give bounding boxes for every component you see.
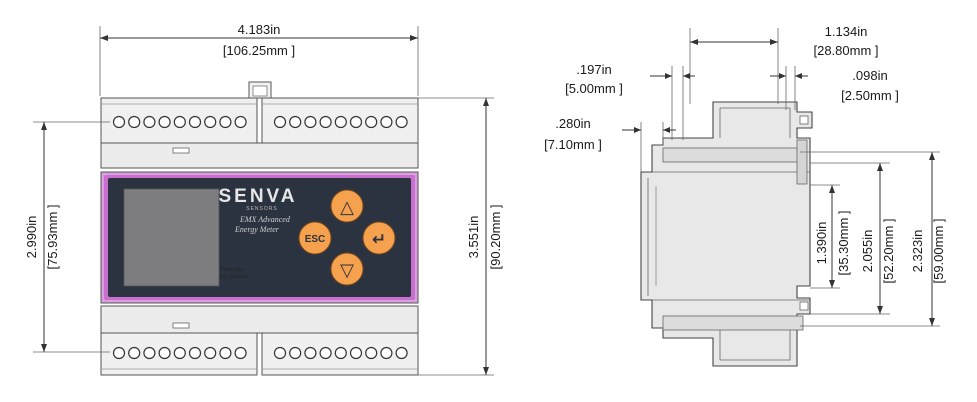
terminal-screw-icon (334, 115, 347, 129)
terminal-screw-icon (380, 115, 393, 129)
side-h1-mm: [35.30mm ] (836, 210, 851, 275)
esc-label: ESC (305, 234, 326, 245)
terminal-screw-icon (173, 346, 186, 360)
side-step-b-in: .098in (852, 68, 887, 83)
model-line-2: Energy Meter (234, 225, 280, 234)
terminal-screw-icon (304, 115, 317, 129)
side-view: 1.134in [28.80mm ] .197in [5.00mm ] .098… (544, 24, 946, 367)
terminal-screw-icon (128, 346, 141, 360)
terminal-screw-icon (349, 346, 363, 360)
front-width-in: 4.183in (238, 22, 281, 37)
terminal-screw-icon (234, 115, 247, 129)
terminal-screw-icon (319, 346, 332, 360)
terminal-screw-icon (395, 115, 408, 129)
side-offset-dimension: .280in [7.10mm ] (544, 116, 676, 172)
side-h3-in: 2.323in (910, 230, 925, 273)
down-button[interactable]: ▽ (330, 252, 364, 286)
terminal-screw-icon (273, 115, 287, 129)
side-depth-dimension: 1.134in [28.80mm ] (689, 24, 879, 104)
side-step-a-dimension: .197in [5.00mm ] (565, 62, 695, 140)
front-height-total-dimension: 3.551in [90.20mm ] (418, 97, 503, 376)
terminal-screw-icon (334, 346, 347, 360)
side-step-a-mm: [5.00mm ] (565, 81, 623, 96)
front-width-mm: [106.25mm ] (223, 43, 295, 58)
front-height-small-dimension: 2.990in [75.93mm ] (24, 121, 110, 353)
terminal-screw-icon (204, 115, 217, 129)
terminal-screw-icon (395, 346, 408, 360)
side-offset-in: .280in (555, 116, 590, 131)
terminal-screw-icon (219, 346, 232, 360)
side-step-b-mm: [2.50mm ] (841, 88, 899, 103)
screen-hint-line-2: key to wake (220, 274, 248, 280)
brand-sub: SENSORS (246, 206, 277, 212)
terminal-screw-icon (112, 346, 126, 360)
bottom-screw-row (112, 346, 408, 360)
esc-button[interactable]: ESC (298, 221, 332, 255)
terminal-screw-icon (380, 346, 393, 360)
terminal-screw-icon (173, 115, 186, 129)
terminal-screw-icon (158, 115, 171, 129)
terminal-screw-icon (289, 115, 302, 129)
terminal-screw-icon (365, 115, 378, 129)
side-height-dimensions: 1.390in [35.30mm ] 2.055in [52.20mm ] 2.… (800, 151, 946, 327)
terminal-screw-icon (143, 346, 156, 360)
terminal-screw-icon (234, 346, 247, 360)
terminal-screw-icon (158, 346, 171, 360)
terminal-screw-icon (289, 346, 302, 360)
side-h3-mm: [59.00mm ] (931, 218, 946, 283)
side-step-b-dimension: .098in [2.50mm ] (770, 66, 899, 110)
terminal-screw-icon (273, 346, 287, 360)
terminal-screw-icon (112, 115, 126, 129)
brand-logo: SENVA (218, 186, 297, 207)
front-height-small-mm: [75.93mm ] (45, 204, 60, 269)
screen-hint-line-1: Press any (219, 267, 244, 273)
side-depth-mm: [28.80mm ] (813, 43, 878, 58)
terminal-screw-icon (219, 115, 232, 129)
enter-arrow-icon: ↵ (372, 230, 386, 250)
front-width-dimension: 4.183in [106.25mm ] (99, 22, 419, 96)
enter-button[interactable]: ↵ (362, 221, 396, 255)
terminal-screw-icon (188, 346, 202, 360)
down-arrow-icon: ▽ (340, 260, 354, 281)
side-profile (640, 101, 813, 367)
front-height-small-in: 2.990in (24, 216, 39, 259)
display-screen (123, 188, 220, 287)
front-view: 4.183in [106.25mm ] SENVA (24, 22, 503, 376)
front-height-total-mm: [90.20mm ] (488, 204, 503, 269)
terminal-screw-icon (365, 346, 378, 360)
front-height-total-in: 3.551in (466, 216, 481, 259)
terminal-screw-icon (128, 115, 141, 129)
terminal-screw-icon (304, 346, 317, 360)
terminal-screw-icon (143, 115, 156, 129)
top-screw-row (112, 115, 408, 129)
terminal-screw-icon (349, 115, 363, 129)
up-button[interactable]: △ (330, 189, 364, 223)
side-h2-mm: [52.20mm ] (881, 218, 896, 283)
terminal-screw-icon (204, 346, 217, 360)
model-line-1: EMX Advanced (239, 215, 291, 224)
device-body: SENVA SENSORS EMX Advanced Energy Meter … (100, 81, 419, 376)
side-offset-mm: [7.10mm ] (544, 137, 602, 152)
side-step-a-in: .197in (576, 62, 611, 77)
side-h1-in: 1.390in (814, 222, 829, 265)
side-depth-in: 1.134in (825, 24, 868, 39)
terminal-screw-icon (188, 115, 202, 129)
side-h2-in: 2.055in (860, 230, 875, 273)
up-arrow-icon: △ (340, 197, 354, 218)
terminal-screw-icon (319, 115, 332, 129)
